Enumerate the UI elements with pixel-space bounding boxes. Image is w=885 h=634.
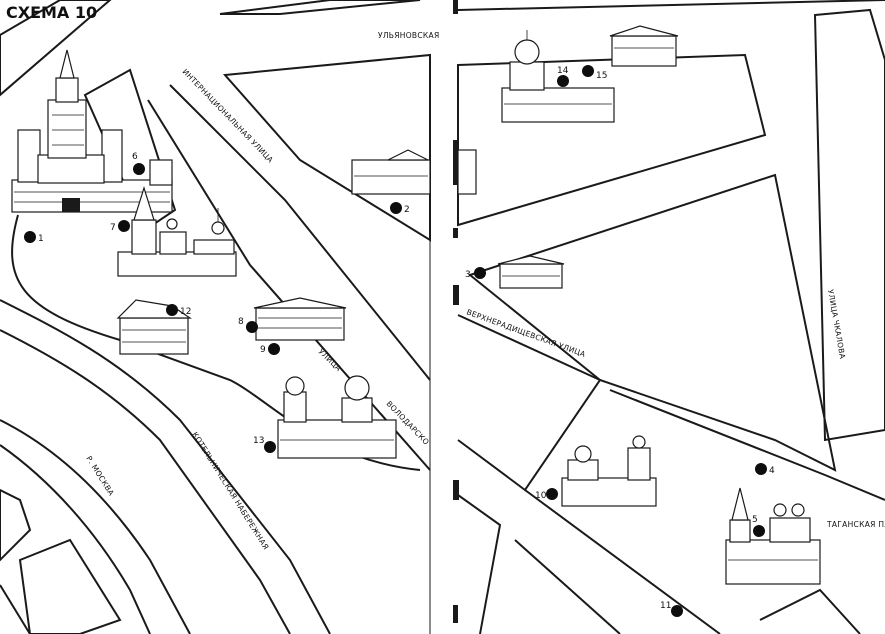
svg-text:6: 6 [132, 152, 138, 162]
gutter-mark-5 [453, 480, 459, 500]
internatsionalnaya-edge-1 [169, 84, 431, 381]
svg-text:7: 7 [110, 223, 116, 233]
building-church-13 [277, 375, 397, 459]
gutter-mark-6 [453, 605, 458, 623]
label-ulyanovskaya: УЛЬЯНОВСКАЯ [378, 31, 439, 40]
svg-text:5: 5 [752, 515, 758, 525]
road-bottom-right [759, 588, 861, 634]
block-verkhneradishchevskaya [457, 314, 602, 492]
marker-1[interactable]: 1 [24, 231, 44, 244]
page-gutter [444, 0, 456, 634]
gutter-mark-3 [453, 228, 458, 238]
marker-10[interactable]: 10 [535, 488, 558, 501]
block-bottom-left-1 [0, 488, 32, 562]
svg-text:14: 14 [557, 66, 569, 76]
gutter-mark-1 [453, 0, 458, 14]
markers: 1 2 3 4 5 6 7 8 9 10 11 12 13 14 15 [24, 65, 775, 617]
embankment-line-1 [0, 299, 331, 634]
marker-14[interactable]: 14 [557, 66, 569, 87]
svg-text:11: 11 [660, 601, 671, 611]
block-bottom-left-2 [18, 538, 122, 634]
svg-text:15: 15 [596, 71, 607, 81]
marker-9[interactable]: 9 [260, 343, 280, 355]
road-lower-inner [514, 539, 621, 634]
building-church-7 [117, 185, 237, 277]
map-title: СХЕМА 10 [6, 3, 97, 22]
gutter-mark-4 [453, 285, 459, 305]
road-taganskaya-edge [609, 389, 885, 501]
gutter-mark-2 [453, 140, 458, 185]
river-bank-1 [0, 419, 191, 634]
label-ulitsa: УЛИЦА [317, 347, 344, 374]
marker-7[interactable]: 7 [110, 220, 130, 233]
marker-8[interactable]: 8 [238, 317, 258, 333]
road-top-strip [219, 0, 421, 15]
marker-13[interactable]: 13 [253, 436, 276, 453]
svg-text:4: 4 [769, 466, 775, 476]
marker-12[interactable]: 12 [166, 304, 191, 317]
building-15 [609, 25, 679, 67]
svg-text:10: 10 [535, 491, 547, 501]
marker-15[interactable]: 15 [582, 65, 607, 81]
svg-text:1: 1 [38, 234, 44, 244]
building-12 [116, 299, 192, 355]
building-partial-gutter [457, 149, 477, 195]
block-chkalova-right [813, 8, 885, 442]
building-3 [497, 255, 565, 289]
road-bottom-left-edge [0, 584, 31, 634]
label-chkalova: УЛИЦА ЧКАЛОВА [826, 289, 847, 361]
road-top-left [0, 0, 112, 97]
building-church-10 [561, 435, 657, 507]
label-moskva-river: Р. МОСКВА [84, 454, 116, 498]
svg-text:9: 9 [260, 345, 266, 355]
svg-text:3: 3 [465, 270, 471, 280]
svg-text:2: 2 [404, 205, 410, 215]
building-church-5 [725, 487, 821, 585]
block-triangle [467, 173, 837, 472]
marker-11[interactable]: 11 [660, 601, 683, 617]
road-top-right [457, 0, 885, 11]
river-bank-2 [0, 444, 151, 634]
label-taganskaya: ТАГАНСКАЯ ПЛОЩАДЬ [826, 520, 885, 529]
road-lower-left [457, 494, 502, 634]
marker-4[interactable]: 4 [755, 463, 775, 476]
marker-2[interactable]: 2 [390, 202, 410, 215]
marker-6[interactable]: 6 [132, 152, 145, 175]
road-lower-diagonal [524, 489, 721, 634]
svg-text:13: 13 [253, 436, 264, 446]
building-2 [351, 149, 431, 195]
svg-text:12: 12 [180, 307, 191, 317]
embankment-line-2 [0, 329, 291, 634]
svg-text:8: 8 [238, 317, 244, 327]
building-8-9 [253, 297, 347, 341]
marker-3[interactable]: 3 [465, 267, 486, 280]
building-church-14 [501, 30, 615, 123]
marker-5[interactable]: 5 [752, 515, 765, 537]
label-kotelnicheskaya: КОТЕЛЬНИЧЕСКАЯ НАБЕРЕЖНАЯ [190, 430, 270, 551]
